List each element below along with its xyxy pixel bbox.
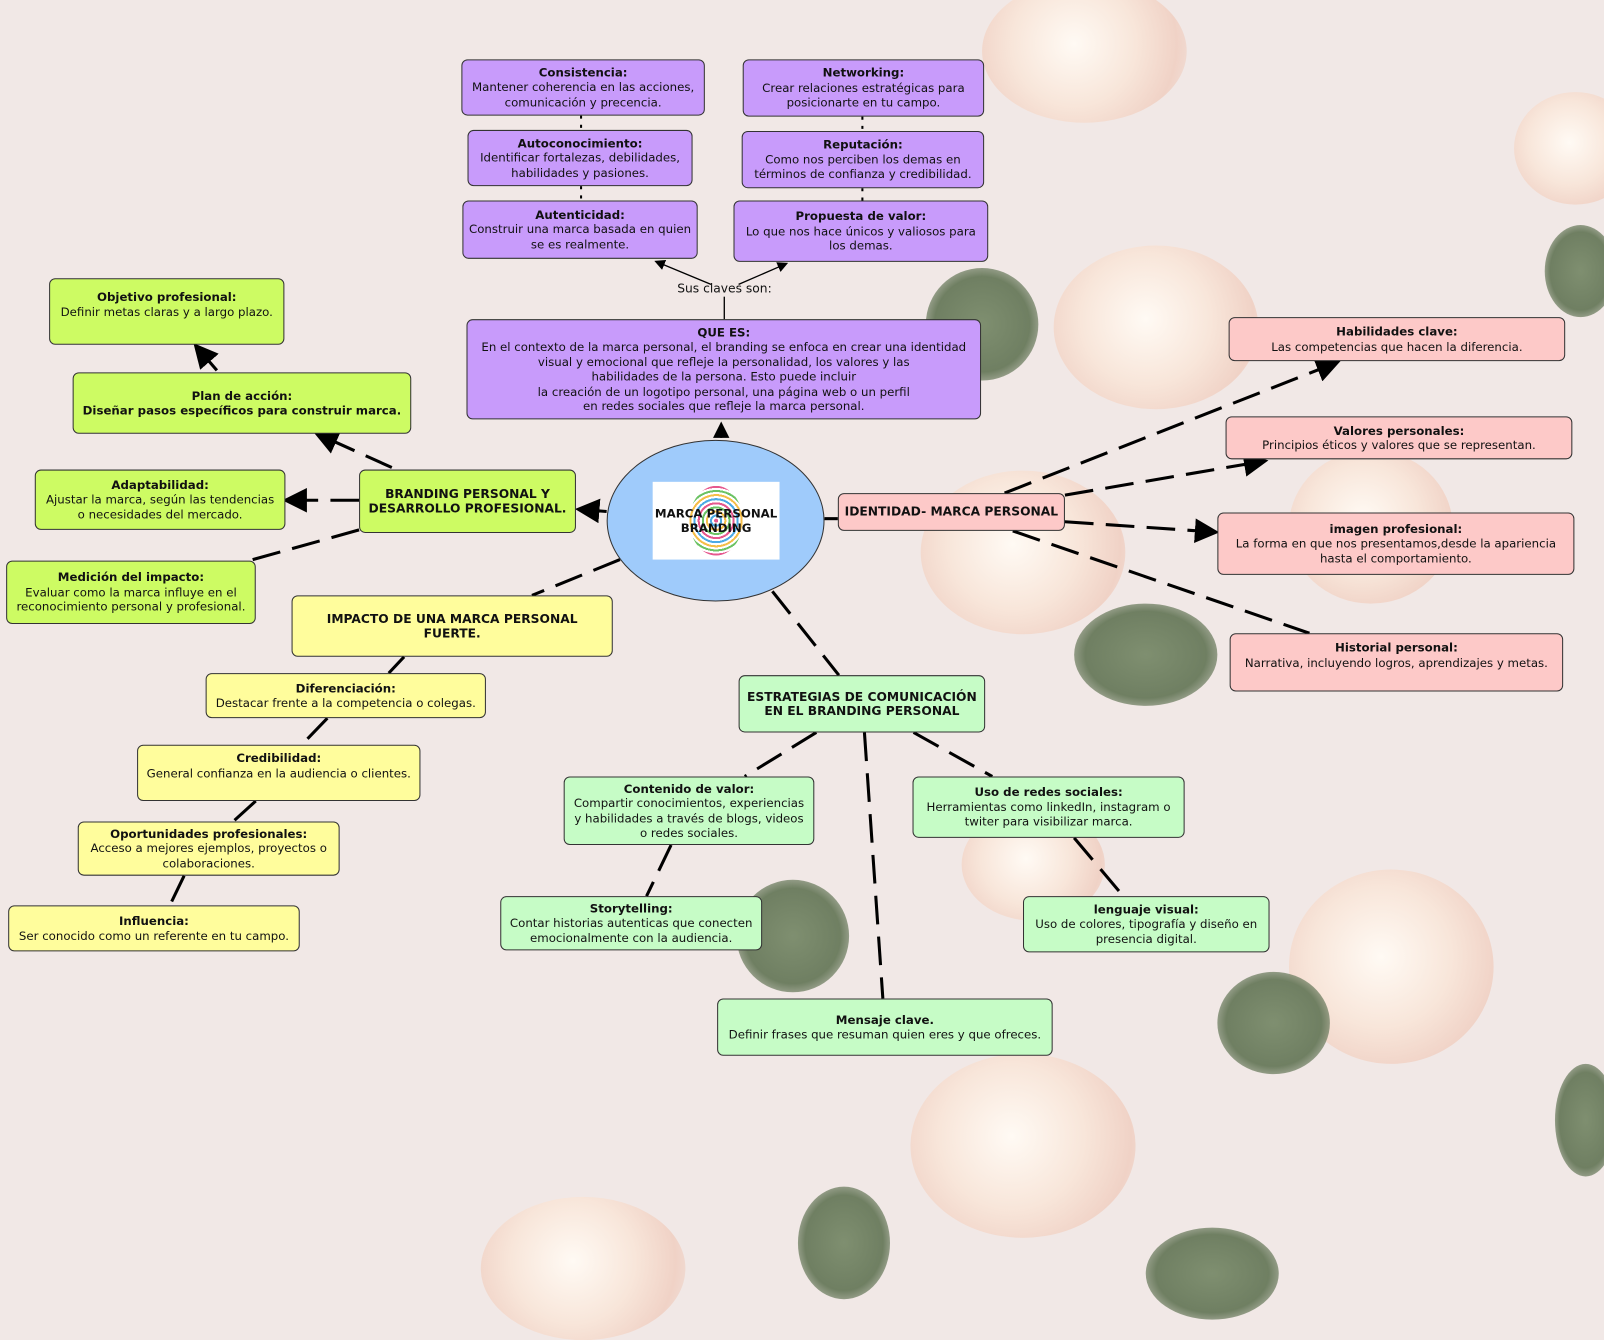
item-text: Destacar frente a la competencia o coleg…: [215, 695, 476, 710]
connector-label: Sus claves son:: [677, 281, 772, 296]
item-title: Oportunidades profesionales:: [110, 826, 308, 841]
identidad-node[interactable]: IDENTIDAD- MARCA PERSONAL: [837, 493, 1065, 531]
item-text: General confianza en la audiencia o clie…: [146, 765, 411, 781]
que-es-line: En el contexto de la marca personal, el …: [481, 339, 967, 354]
item-lenguaje-visual[interactable]: lenguaje visual:Uso de colores, tipograf…: [1023, 896, 1270, 953]
item-text: Herramientas como linkedIn, instagram o …: [926, 799, 1171, 829]
key-box-autenticidad[interactable]: Autenticidad:Construir una marca basada …: [462, 200, 698, 259]
center-subtitle: BRANDING: [680, 520, 752, 536]
leaf-decoration: [1554, 1063, 1604, 1177]
item-title: Historial personal:: [1334, 640, 1458, 655]
item-influencia[interactable]: Influencia:Ser conocido como un referent…: [8, 905, 300, 952]
que-es-title: QUE ES:: [697, 324, 751, 340]
item-title: Credibilidad:: [236, 750, 322, 766]
item-title: Adaptabilidad:: [111, 477, 209, 492]
item-title: Medición del impacto:: [57, 570, 205, 585]
item-text: Principios éticos y valores que se repre…: [1262, 437, 1536, 453]
leaf-decoration: [797, 1186, 891, 1300]
item-text: Uso de colores, tipografía y diseño en p…: [1035, 916, 1258, 947]
key-text: Lo que nos hace únicos y valiosos para l…: [745, 223, 976, 253]
leaf-decoration: [1544, 225, 1604, 318]
key-text: Como nos perciben los demas en términos …: [754, 152, 972, 182]
item-uso-redes-sociales[interactable]: Uso de redes sociales:Herramientas como …: [912, 776, 1185, 838]
que-es-line: visual y emocional que refleje la person…: [537, 354, 910, 369]
estrategias-node[interactable]: ESTRATEGIAS DE COMUNICACIÓN EN EL BRANDI…: [738, 675, 986, 733]
item-historial-personal[interactable]: Historial personal:Narrativa, incluyendo…: [1229, 633, 1564, 692]
key-text: Construir una marca basada en quien se e…: [469, 222, 692, 252]
item-storytelling[interactable]: Storytelling:Contar historias autenticas…: [500, 896, 763, 951]
leaf-decoration: [1217, 971, 1330, 1075]
item-title: Storytelling:: [589, 901, 673, 916]
key-text: Identificar fortalezas, debilidades, hab…: [480, 150, 680, 180]
item-title: Plan de acción:: [191, 388, 293, 403]
que-es-line: habilidades de la persona. Esto puede in…: [591, 369, 857, 384]
item-text: Diseñar pasos específicos para construir…: [82, 403, 402, 418]
fingerprint-icon: [689, 485, 743, 556]
item-text: Definir metas claras y a largo plazo.: [60, 304, 273, 319]
item-title: Mensaje clave.: [835, 1012, 934, 1027]
rose-decoration: [1514, 92, 1604, 205]
item-title: Valores personales:: [1333, 423, 1465, 438]
item-title: imagen profesional:: [1329, 521, 1463, 536]
item-diferenciacion[interactable]: Diferenciación:Destacar frente a la comp…: [205, 673, 486, 719]
key-box-autoconocimiento[interactable]: Autoconocimiento:Identificar fortalezas,…: [467, 129, 693, 187]
item-imagen-profesional[interactable]: imagen profesional:La forma en que nos p…: [1217, 512, 1575, 575]
item-contenido-valor[interactable]: Contenido de valor:Compartir conocimient…: [563, 776, 815, 845]
item-title: Diferenciación:: [295, 680, 396, 696]
key-title: Autoconocimiento:: [517, 135, 643, 151]
que-es-box[interactable]: QUE ES: En el contexto de la marca perso…: [466, 319, 982, 420]
key-title: Consistencia:: [538, 65, 628, 80]
item-title: Habilidades clave:: [1336, 324, 1458, 339]
impacto-node[interactable]: IMPACTO DE UNA MARCA PERSONAL FUERTE.: [291, 595, 613, 657]
item-plan-accion[interactable]: Plan de acción:Diseñar pasos específicos…: [72, 372, 412, 434]
item-title: Contenido de valor:: [623, 781, 755, 796]
key-box-consistencia[interactable]: Consistencia:Mantener coherencia en las …: [461, 59, 705, 116]
key-box-propuesta-valor[interactable]: Propuesta de valor:Lo que nos hace único…: [733, 200, 989, 262]
rose-decoration: [910, 1053, 1136, 1238]
center-title: MARCA PERSONAL: [654, 506, 778, 521]
item-habilidades-clave[interactable]: Habilidades clave:Las competencias que h…: [1228, 317, 1566, 362]
que-es-line: la creación de un logotipo personal, una…: [537, 384, 910, 399]
item-text: Ajustar la marca, según las tendencias o…: [45, 492, 275, 522]
item-objetivo-profesional[interactable]: Objetivo profesional:Definir metas clara…: [49, 278, 285, 345]
rose-decoration: [1053, 245, 1259, 410]
key-box-networking[interactable]: Networking:Crear relaciones estratégicas…: [742, 59, 985, 117]
item-text: La forma en que nos presentamos,desde la…: [1235, 536, 1557, 566]
item-oportunidades[interactable]: Oportunidades profesionales:Acceso a mej…: [77, 821, 340, 876]
rose-decoration: [982, 0, 1187, 123]
item-text: Evaluar como la marca influye en el reco…: [16, 584, 246, 615]
item-text: Las competencias que hacen la diferencia…: [1271, 339, 1523, 354]
key-text: Crear relaciones estratégicas para posic…: [762, 80, 965, 110]
item-text: Narrativa, incluyendo logros, aprendizaj…: [1244, 655, 1548, 670]
key-title: Propuesta de valor:: [795, 208, 927, 224]
key-title: Networking:: [822, 65, 905, 81]
item-text: Ser conocido como un referente en tu cam…: [18, 928, 290, 943]
item-medicion-impacto[interactable]: Medición del impacto:Evaluar como la mar…: [6, 560, 256, 625]
key-title: Reputación:: [823, 137, 903, 152]
key-box-reputacion[interactable]: Reputación:Como nos perciben los demas e…: [741, 130, 985, 189]
item-text: Definir frases que resuman quien eres y …: [728, 1027, 1042, 1042]
item-text: Compartir conocimientos, experiencias y …: [573, 795, 805, 840]
branding-node[interactable]: BRANDING PERSONAL Y DESARROLLO PROFESION…: [359, 469, 576, 533]
item-title: Influencia:: [119, 913, 189, 928]
item-credibilidad[interactable]: Credibilidad:General confianza en la aud…: [137, 744, 421, 802]
item-valores-personales[interactable]: Valores personales:Principios éticos y v…: [1225, 416, 1573, 460]
item-mensaje-clave[interactable]: Mensaje clave.Definir frases que resuman…: [717, 998, 1053, 1056]
item-title: Objetivo profesional:: [96, 289, 237, 304]
item-text: Contar historias autenticas que conecten…: [509, 915, 753, 945]
key-text: Mantener coherencia en las acciones, com…: [472, 80, 695, 110]
key-title: Autenticidad:: [535, 207, 625, 222]
item-text: Acceso a mejores ejemplos, proyectos o c…: [90, 841, 327, 871]
que-es-line: en redes sociales que refleje la marca p…: [583, 398, 865, 414]
item-title: Uso de redes sociales:: [974, 784, 1123, 800]
item-title: lenguaje visual:: [1093, 902, 1199, 917]
item-adaptabilidad[interactable]: Adaptabilidad:Ajustar la marca, según la…: [34, 469, 286, 530]
leaf-decoration: [1074, 603, 1218, 706]
connector-lines: [168, 115, 1341, 999]
